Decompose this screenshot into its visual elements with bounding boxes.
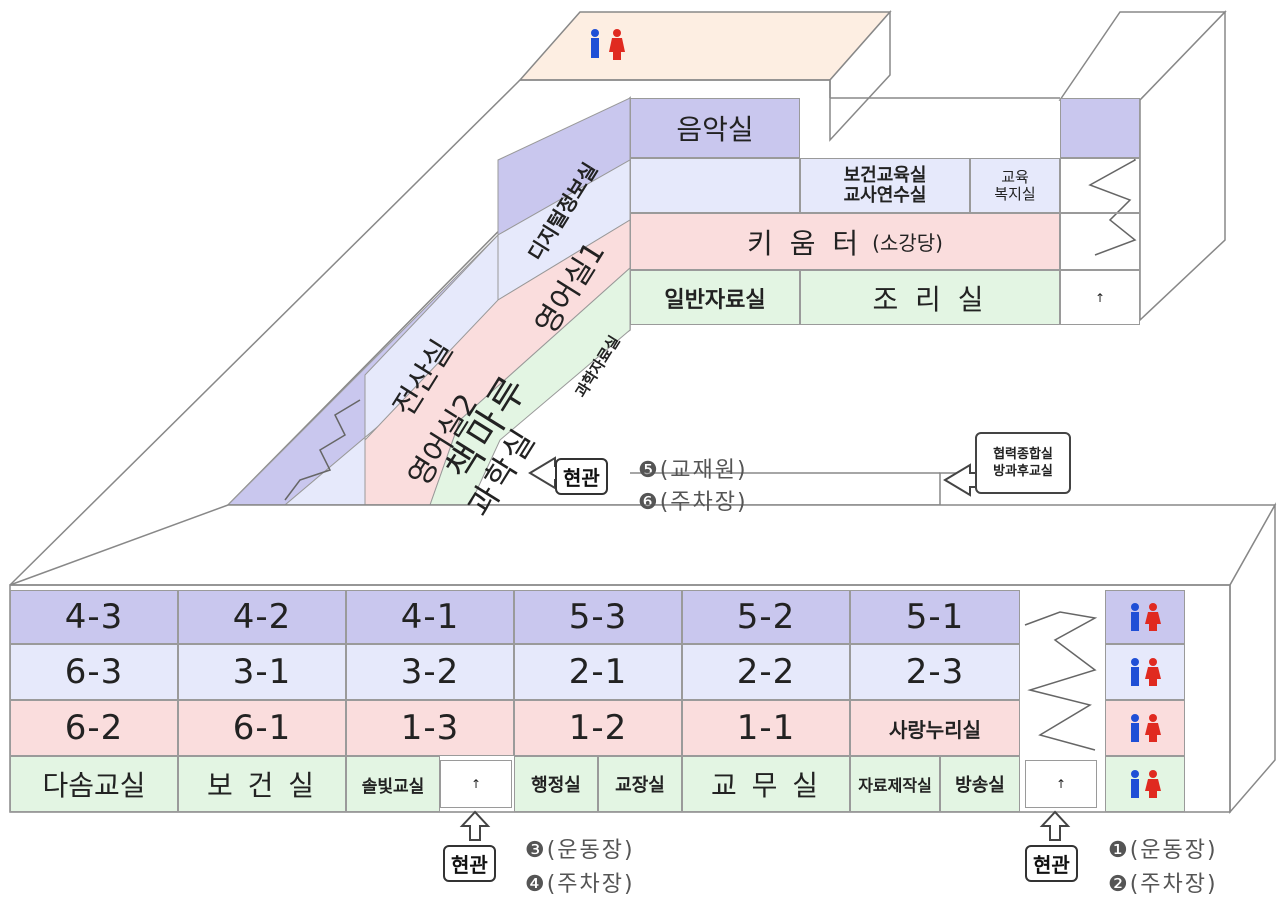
room-label: 2-1 xyxy=(568,652,628,692)
room-music: 음악실 xyxy=(630,98,800,158)
room-label: 사랑누리실 xyxy=(889,717,981,742)
room-label: 1-3 xyxy=(400,708,460,748)
room-solbit: 솔빛교실 xyxy=(346,756,440,812)
room-label: 행정실 xyxy=(531,775,581,796)
room-label: 일반자료실 xyxy=(664,287,766,313)
room-dasom: 다솜교실 xyxy=(10,756,178,812)
restroom-icon xyxy=(591,29,625,60)
elevator-right: ↑ xyxy=(1025,760,1097,808)
classroom: 1-1 xyxy=(682,700,850,756)
room-material-making: 자료제작실 xyxy=(850,756,940,812)
entrance-note: ❸(운동장) xyxy=(525,838,635,863)
room-label: 2-3 xyxy=(905,652,965,692)
elevator-rear: ↑ xyxy=(1060,270,1140,325)
room-label: 6-1 xyxy=(232,708,292,748)
room-admin: 행정실 xyxy=(514,756,598,812)
stair-3f xyxy=(1060,158,1140,213)
classroom: 5-3 xyxy=(514,590,682,644)
restroom-1f xyxy=(1105,756,1185,812)
room-label: 2-2 xyxy=(736,652,796,692)
entrance-front-left: 현관 xyxy=(443,845,496,882)
room-kitchen: 조 리 실 xyxy=(800,270,1060,325)
room-label: 자료제작실 xyxy=(858,776,932,795)
room-label: 6-3 xyxy=(64,652,124,692)
classroom: 1-3 xyxy=(346,700,514,756)
restroom-icon xyxy=(1131,714,1161,742)
classroom: 2-1 xyxy=(514,644,682,700)
classroom: 6-3 xyxy=(10,644,178,700)
room-library: 일반자료실 xyxy=(630,270,800,325)
room-label: 교장실 xyxy=(615,775,665,796)
room-blank-3f xyxy=(630,158,800,213)
restroom-icon xyxy=(1131,770,1161,798)
elevator-left: ↑ xyxy=(440,760,512,808)
room-label: 1-1 xyxy=(736,708,796,748)
room-label: 3-2 xyxy=(400,652,460,692)
classroom: 5-1 xyxy=(850,590,1020,644)
restroom-4f xyxy=(1105,590,1185,644)
entrance-note: ❷(주차장) xyxy=(1108,872,1218,897)
annex-label: 협력종합실 방과후교실 xyxy=(975,432,1071,494)
entrance-note: ❻(주차장) xyxy=(638,490,748,515)
entrance-note: ❹(주차장) xyxy=(525,872,635,897)
room-label: 교육 복지실 xyxy=(994,167,1036,203)
classroom: 3-2 xyxy=(346,644,514,700)
room-label: 보건교육실 교사연수실 xyxy=(843,164,927,206)
room-kiumteo: 키 움 터 (소강당) xyxy=(630,213,1060,270)
room-label: 5-2 xyxy=(736,597,796,637)
room-label: 4-3 xyxy=(64,597,124,637)
room-label: 방송실 xyxy=(955,775,1005,796)
room-sublabel: (소강당) xyxy=(872,231,943,255)
room-health: 보 건 실 xyxy=(178,756,346,812)
stair-top xyxy=(1060,98,1140,158)
classroom: 6-1 xyxy=(178,700,346,756)
room-welfare: 교육 복지실 xyxy=(970,158,1060,213)
room-sarang: 사랑누리실 xyxy=(850,700,1020,756)
entrance-note: ❶(운동장) xyxy=(1108,838,1218,863)
annex-text: 협력종합실 방과후교실 xyxy=(993,447,1053,479)
classroom: 4-1 xyxy=(346,590,514,644)
room-principal: 교장실 xyxy=(598,756,682,812)
restroom-2f xyxy=(1105,700,1185,756)
room-label: 6-2 xyxy=(64,708,124,748)
room-label: 4-2 xyxy=(232,597,292,637)
classroom: 2-3 xyxy=(850,644,1020,700)
room-label: 솔빛교실 xyxy=(361,776,425,797)
room-label: 조 리 실 xyxy=(872,282,988,316)
room-label: 음악실 xyxy=(676,113,754,146)
room-health-edu: 보건교육실 교사연수실 xyxy=(800,158,970,213)
classroom: 2-2 xyxy=(682,644,850,700)
classroom: 4-2 xyxy=(178,590,346,644)
restroom-3f xyxy=(1105,644,1185,700)
room-label: 키 움 터 xyxy=(747,226,863,260)
room-staff: 교 무 실 xyxy=(682,756,850,812)
classroom: 1-2 xyxy=(514,700,682,756)
room-label: 보 건 실 xyxy=(206,769,318,802)
room-label: 교 무 실 xyxy=(710,769,822,802)
room-label: 4-1 xyxy=(400,597,460,637)
room-label: 5-3 xyxy=(568,597,628,637)
entrance-front-right: 현관 xyxy=(1025,845,1078,882)
stair-2f xyxy=(1060,213,1140,270)
classroom: 4-3 xyxy=(10,590,178,644)
restroom-icon xyxy=(1131,603,1161,631)
entrance-note: ❺(교재원) xyxy=(638,458,748,483)
restroom-icon xyxy=(1131,658,1161,686)
entrance-middle: 현관 xyxy=(555,458,608,495)
room-label: 1-2 xyxy=(568,708,628,748)
classroom: 5-2 xyxy=(682,590,850,644)
room-label: 다솜교실 xyxy=(42,769,146,802)
room-broadcast: 방송실 xyxy=(940,756,1020,812)
classroom: 6-2 xyxy=(10,700,178,756)
room-label: 3-1 xyxy=(232,652,292,692)
room-label: 5-1 xyxy=(905,597,965,637)
classroom: 3-1 xyxy=(178,644,346,700)
